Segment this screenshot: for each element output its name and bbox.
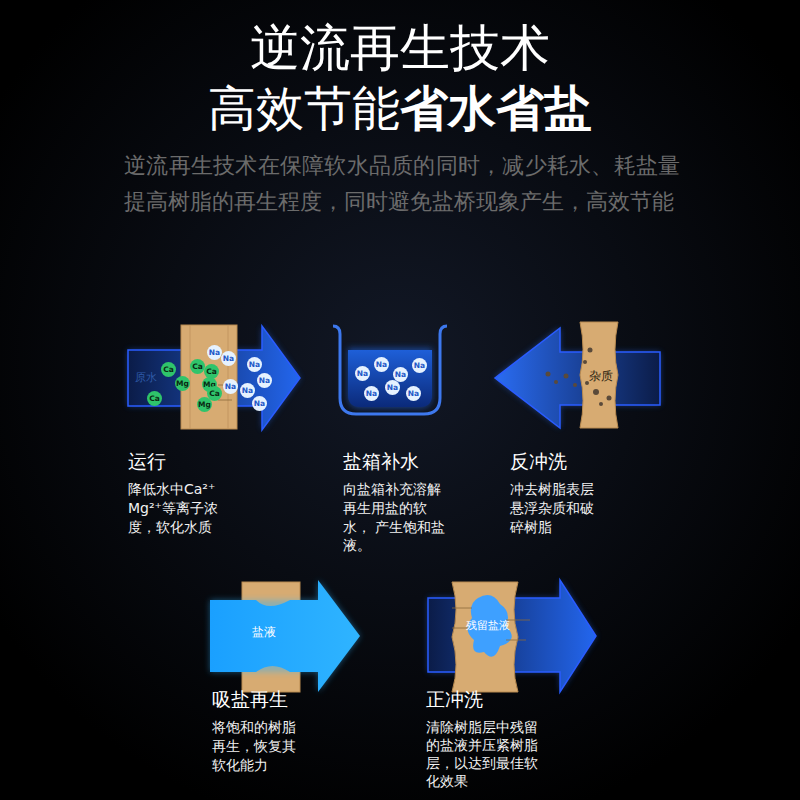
subtitle: 逆流再生技术在保障软水品质的同时，减少耗水、耗盐量 提高树脂的再生程度，同时避免… [124,148,680,220]
ion-label: Na [247,357,262,372]
stage-description: 降低水中Ca²⁺ Mg²⁺等离子浓 度，软化水质 [128,480,230,537]
stage-description: 向盐箱补充溶解 再生用盐的软水， 产生饱和盐液。 [343,480,447,556]
ion-label: Na [252,396,267,411]
stage-description: 清除树脂层中残留 的盐液并压紧树脂 层，以达到最佳软 化效果 [426,718,540,791]
title: 逆流再生技术 [0,18,800,78]
rinse-arrow [428,580,596,692]
ion-label: Na [364,386,379,401]
brine-tank [333,326,447,414]
stage-heading: 反冲洗 [510,450,600,474]
ion-label: Na [412,358,427,373]
ion-label: Ca [190,359,205,374]
ion-label: Na [207,345,222,360]
stage-block: 吸盐再生将饱和的树脂 再生，恢复其 软化能力 [212,688,302,774]
residual-brine-label: 残留盐液 [466,619,510,632]
ion-label: Na [257,373,272,388]
ion-label: Na [221,351,236,366]
ion-label: Na [374,357,389,372]
headline: 高效节能 [208,80,400,138]
brine-label: 盐液 [252,625,276,639]
backwash-arrow [495,322,660,428]
ion-label: Na [385,380,400,395]
ion-label: Ca [161,362,176,377]
stage-heading: 运行 [128,450,230,474]
ion-label: Na [240,383,255,398]
water-label: 原水 [135,371,157,384]
stage-block: 盐箱补水向盐箱补充溶解 再生用盐的软水， 产生饱和盐液。 [343,450,447,555]
stage-description: 冲去树脂表层 悬浮杂质和破 碎树脂 [510,480,600,537]
ion-label: Na [223,379,238,394]
stage-description: 将饱和的树脂 再生，恢复其 软化能力 [212,718,302,775]
ion-label: Mg [197,397,212,412]
ion-label: Na [355,366,370,381]
ion-label: Ca [147,391,162,406]
stage-heading: 正冲洗 [426,688,540,712]
stage-block: 运行降低水中Ca²⁺ Mg²⁺等离子浓 度，软化水质 [128,450,230,536]
headline: 省水省盐 [400,80,592,138]
brine-draw-arrow [210,580,360,692]
impurity-label: 杂质 [589,369,613,383]
stage-block: 反冲洗冲去树脂表层 悬浮杂质和破 碎树脂 [510,450,600,536]
stage-block: 正冲洗清除树脂层中残留 的盐液并压紧树脂 层，以达到最佳软 化效果 [426,688,540,791]
ion-label: Mg [175,376,190,391]
ion-label: Na [406,386,421,401]
run-arrow [128,325,300,430]
stage-heading: 盐箱补水 [343,450,447,474]
stage-heading: 吸盐再生 [212,688,302,712]
